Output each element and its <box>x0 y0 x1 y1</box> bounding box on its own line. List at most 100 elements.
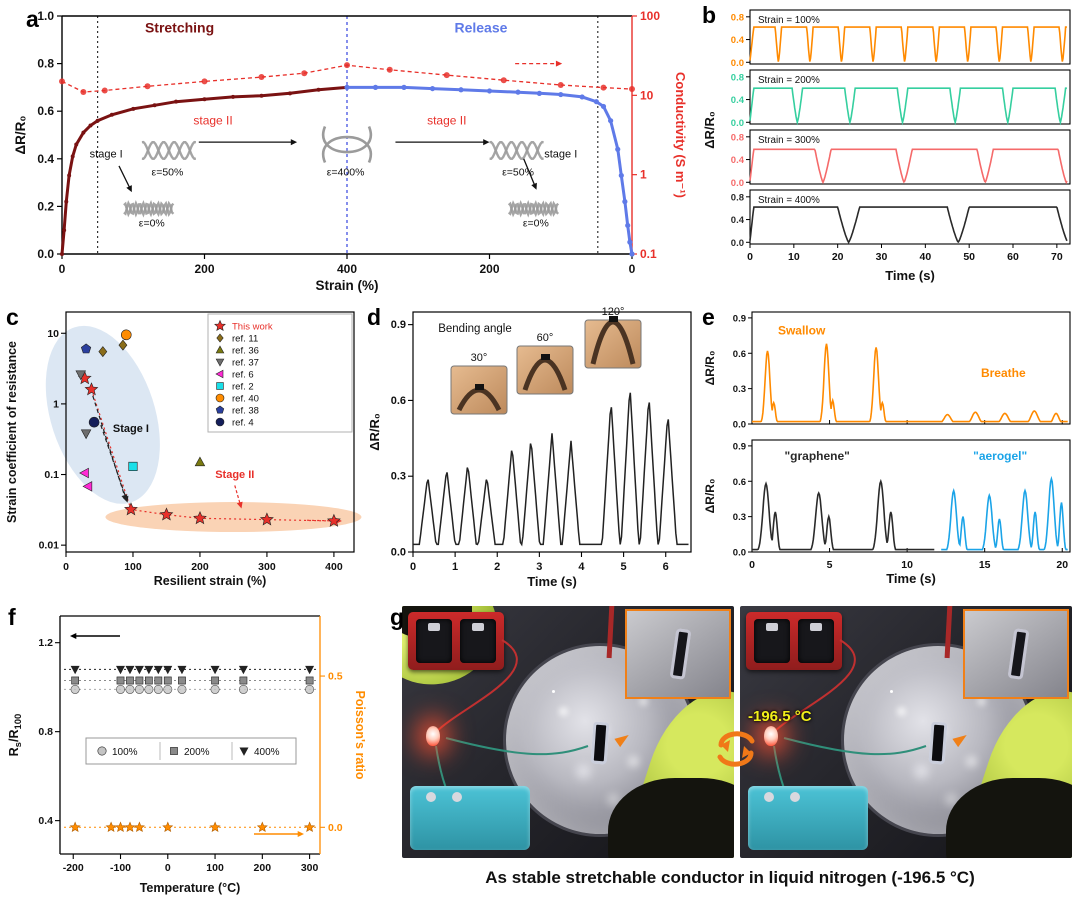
svg-text:0.4: 0.4 <box>731 215 745 226</box>
svg-text:200: 200 <box>191 561 209 573</box>
panel-label-a: a <box>26 6 39 32</box>
svg-text:100: 100 <box>640 9 660 23</box>
svg-text:0.8: 0.8 <box>38 726 53 738</box>
svg-text:0.9: 0.9 <box>733 441 746 452</box>
svg-text:0.0: 0.0 <box>731 58 744 69</box>
svg-text:0.1: 0.1 <box>44 469 59 481</box>
svg-text:Rs/R100: Rs/R100 <box>7 714 24 757</box>
power-supply-box <box>410 786 530 850</box>
svg-text:ε=50%: ε=50% <box>152 166 184 178</box>
svg-text:Strain = 300%: Strain = 300% <box>758 135 820 146</box>
svg-text:4: 4 <box>578 561 585 573</box>
svg-text:Stretching: Stretching <box>145 20 214 36</box>
svg-text:Strain = 200%: Strain = 200% <box>758 75 820 86</box>
svg-text:ref. 2: ref. 2 <box>232 382 254 393</box>
svg-text:0.4: 0.4 <box>731 155 745 166</box>
svg-text:400%: 400% <box>254 747 280 758</box>
panel-g: g <box>382 602 1078 910</box>
svg-text:70: 70 <box>1051 251 1063 263</box>
svg-text:"graphene": "graphene" <box>784 449 849 463</box>
sample-closeup-inset <box>625 609 731 699</box>
svg-text:Stage I: Stage I <box>113 423 149 435</box>
swap-arrows-icon <box>717 731 755 767</box>
svg-text:ref. 37: ref. 37 <box>232 358 259 369</box>
svg-text:-100: -100 <box>110 862 131 874</box>
svg-text:Temperature (°C): Temperature (°C) <box>140 881 241 895</box>
svg-text:Time (s): Time (s) <box>885 268 935 283</box>
svg-text:0.4: 0.4 <box>731 35 745 46</box>
svg-text:30: 30 <box>876 251 888 263</box>
svg-text:1: 1 <box>452 561 458 573</box>
svg-text:100: 100 <box>124 561 142 573</box>
svg-text:0.9: 0.9 <box>391 319 406 331</box>
svg-text:0.8: 0.8 <box>731 12 744 23</box>
svg-text:Strain (%): Strain (%) <box>315 278 378 293</box>
svg-text:0: 0 <box>165 862 171 874</box>
svg-text:200%: 200% <box>184 747 210 758</box>
svg-text:ε=50%: ε=50% <box>502 166 534 178</box>
svg-text:1.2: 1.2 <box>38 637 53 649</box>
svg-text:Release: Release <box>454 20 507 36</box>
svg-text:3: 3 <box>536 561 542 573</box>
svg-text:Conductivity (S m⁻¹): Conductivity (S m⁻¹) <box>673 72 688 198</box>
svg-text:Strain coefficient of resistan: Strain coefficient of resistance <box>5 341 19 523</box>
svg-text:400: 400 <box>325 561 343 573</box>
svg-text:100%: 100% <box>112 747 138 758</box>
svg-text:ε=0%: ε=0% <box>139 218 165 230</box>
svg-text:400: 400 <box>337 262 357 276</box>
svg-text:0.6: 0.6 <box>37 104 54 118</box>
svg-text:0: 0 <box>749 559 755 571</box>
panel-label-c: c <box>6 304 19 330</box>
svg-text:ref. 4: ref. 4 <box>232 418 254 429</box>
svg-text:10: 10 <box>47 328 59 340</box>
battery-cell <box>460 619 496 663</box>
svg-text:5: 5 <box>827 559 833 571</box>
battery-cell <box>798 619 834 663</box>
panel-label-d: d <box>367 304 382 330</box>
svg-text:Time (s): Time (s) <box>886 571 936 586</box>
svg-text:60°: 60° <box>537 332 554 344</box>
svg-text:0.9: 0.9 <box>733 313 746 324</box>
frozen-sample-rod <box>1007 628 1030 680</box>
svg-text:0.3: 0.3 <box>391 471 406 483</box>
svg-text:ΔR/R₀: ΔR/R₀ <box>703 351 717 386</box>
svg-text:Breathe: Breathe <box>981 366 1026 380</box>
svg-text:200: 200 <box>194 262 214 276</box>
svg-text:Time (s): Time (s) <box>527 574 577 589</box>
svg-text:0.3: 0.3 <box>733 512 746 523</box>
svg-text:0: 0 <box>629 262 636 276</box>
panel-label-g: g <box>390 604 405 630</box>
svg-text:0.0: 0.0 <box>731 238 744 249</box>
svg-text:100: 100 <box>206 862 224 874</box>
svg-text:ΔR/R₀: ΔR/R₀ <box>702 111 717 149</box>
svg-text:0.01: 0.01 <box>39 540 60 552</box>
svg-text:1: 1 <box>53 398 59 410</box>
svg-text:Resilient strain (%): Resilient strain (%) <box>154 574 267 588</box>
svg-text:15: 15 <box>979 559 991 571</box>
svg-text:stage I: stage I <box>90 149 123 161</box>
svg-text:0: 0 <box>410 561 416 573</box>
svg-text:40: 40 <box>919 251 931 263</box>
battery-pack <box>746 612 842 670</box>
svg-text:0.6: 0.6 <box>733 477 746 488</box>
temperature-label: -196.5 °C <box>748 708 812 725</box>
svg-text:0.0: 0.0 <box>733 548 746 559</box>
svg-text:Swallow: Swallow <box>778 323 826 337</box>
svg-text:ΔR/R₀: ΔR/R₀ <box>13 115 28 154</box>
svg-text:-200: -200 <box>63 862 84 874</box>
svg-text:Strain = 400%: Strain = 400% <box>758 195 820 206</box>
led-indicator <box>426 726 440 746</box>
svg-text:10: 10 <box>640 88 654 102</box>
svg-text:0.4: 0.4 <box>38 815 53 827</box>
svg-text:stage I: stage I <box>544 149 577 161</box>
svg-text:ref. 36: ref. 36 <box>232 346 259 357</box>
svg-text:0.8: 0.8 <box>731 132 744 143</box>
